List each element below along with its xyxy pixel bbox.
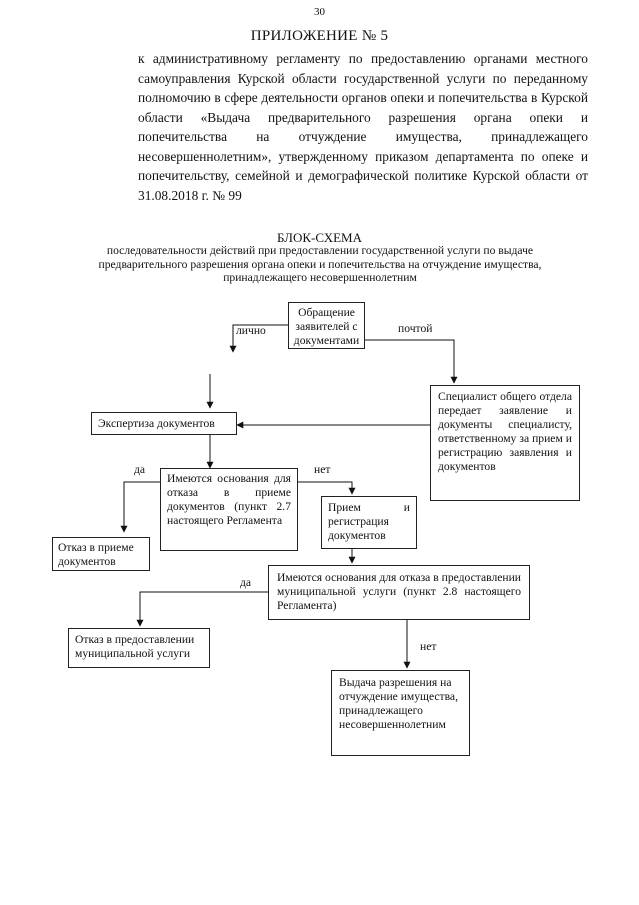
refuse-service-box: Отказ в предоставлении муниципальной усл… xyxy=(68,628,210,668)
page-number: 30 xyxy=(314,6,325,18)
registration-box: Прием и регистрация документов xyxy=(321,496,417,549)
expertise-box: Экспертиза документов xyxy=(91,412,237,435)
label-by-mail: почтой xyxy=(398,322,433,335)
schema-subtitle: последовательности действий при предоста… xyxy=(98,244,542,284)
schema-title: БЛОК-СХЕМА xyxy=(277,230,362,245)
connector-in-person xyxy=(229,324,288,353)
grounds-receipt-box: Имеются основания для отказа в приеме до… xyxy=(160,468,298,551)
label-yes-service: да xyxy=(240,576,252,589)
connector-by-mail xyxy=(365,339,458,384)
appendix-title: ПРИЛОЖЕНИЕ № 5 xyxy=(250,28,389,44)
label-in-person: лично xyxy=(236,324,266,337)
refuse-receipt-box: Отказ в приеме документов xyxy=(52,537,150,571)
label-no-service: нет xyxy=(420,640,437,653)
permit-box: Выдача разрешения на отчуждение имуществ… xyxy=(331,670,470,756)
grounds-service-box: Имеются основания для отказа в предостав… xyxy=(268,565,530,620)
connector-no-registration xyxy=(298,481,356,495)
connector-yes-refuse-service xyxy=(136,591,268,627)
connector-yes-refuse xyxy=(120,481,160,533)
label-no-receipt: нет xyxy=(314,463,331,476)
appeal-box: Обращение заявителей с документами xyxy=(288,302,365,349)
intro-paragraph: к административному регламенту по предос… xyxy=(138,51,588,203)
specialist-box: Специалист общего отдела передает заявле… xyxy=(430,385,580,501)
label-yes-receipt: да xyxy=(134,463,146,476)
